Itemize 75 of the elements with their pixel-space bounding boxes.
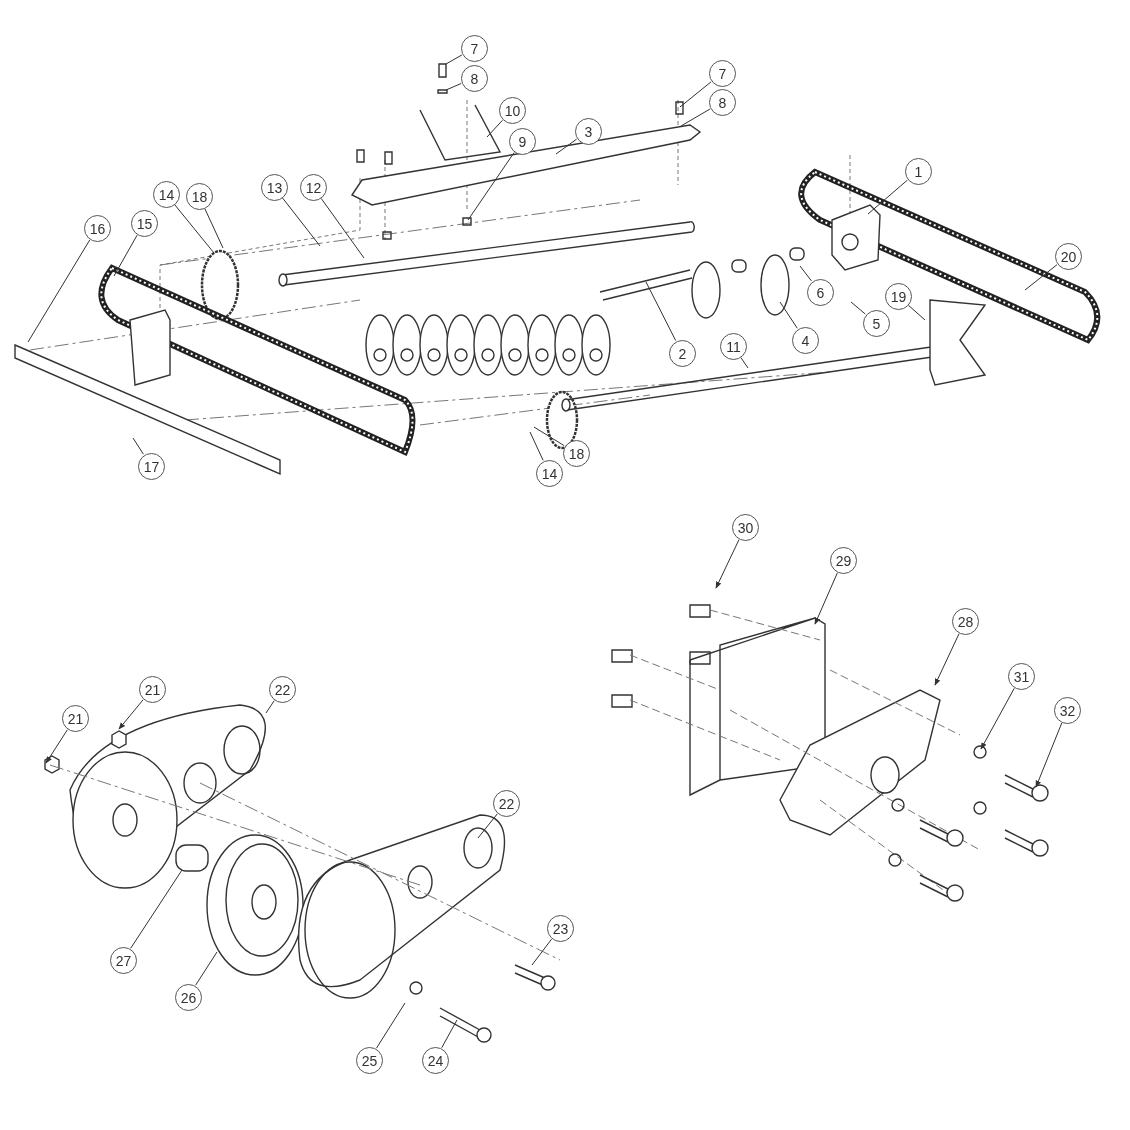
leader-line bbox=[529, 431, 544, 461]
callout-number: 1 bbox=[905, 158, 932, 185]
leader-line bbox=[445, 54, 463, 65]
leader-line bbox=[740, 357, 749, 369]
callout-number: 21 bbox=[139, 676, 166, 703]
leader-line bbox=[555, 138, 578, 155]
callout-number: 22 bbox=[269, 676, 296, 703]
callout-number: 9 bbox=[509, 128, 536, 155]
leader-line bbox=[533, 426, 565, 447]
callout-number: 28 bbox=[952, 608, 979, 635]
leader-line bbox=[934, 633, 960, 686]
callout-number: 32 bbox=[1054, 697, 1081, 724]
callout-number: 11 bbox=[720, 333, 747, 360]
callout-number: 17 bbox=[138, 453, 165, 480]
leader-line bbox=[1035, 722, 1063, 788]
callout-number: 13 bbox=[261, 174, 288, 201]
callout-number: 27 bbox=[110, 947, 137, 974]
leader-line bbox=[531, 938, 553, 966]
leader-line bbox=[645, 281, 677, 341]
callout-number: 23 bbox=[547, 915, 574, 942]
leader-line bbox=[45, 729, 68, 764]
leader-line bbox=[445, 83, 462, 91]
callout-number: 8 bbox=[461, 65, 488, 92]
callout-number: 2 bbox=[669, 340, 696, 367]
leader-line bbox=[486, 119, 503, 138]
leader-line bbox=[715, 539, 740, 589]
leader-line bbox=[850, 301, 866, 315]
leader-line bbox=[174, 204, 215, 254]
callout-number: 20 bbox=[1055, 243, 1082, 270]
leader-line bbox=[1024, 264, 1058, 291]
leader-line bbox=[282, 197, 321, 247]
callout-number: 18 bbox=[563, 440, 590, 467]
callout-number: 26 bbox=[175, 984, 202, 1011]
leader-line bbox=[376, 1002, 406, 1049]
callout-number: 4 bbox=[792, 327, 819, 354]
leader-line bbox=[320, 197, 365, 259]
leader-line bbox=[441, 1019, 458, 1049]
leader-line bbox=[799, 265, 812, 282]
leader-line bbox=[195, 951, 218, 986]
callout-number: 5 bbox=[863, 310, 890, 337]
callout-number: 31 bbox=[1008, 663, 1035, 690]
callout-number: 6 bbox=[807, 279, 834, 306]
callout-number: 8 bbox=[709, 89, 736, 116]
callout-number: 22 bbox=[493, 790, 520, 817]
callout-number: 16 bbox=[84, 215, 111, 242]
leader-line bbox=[867, 179, 908, 215]
leader-line bbox=[130, 869, 183, 949]
callout-number: 15 bbox=[131, 210, 158, 237]
callout-number: 25 bbox=[356, 1047, 383, 1074]
callout-number: 30 bbox=[732, 514, 759, 541]
callout-number: 10 bbox=[499, 97, 526, 124]
callout-number: 7 bbox=[461, 35, 488, 62]
callout-number: 14 bbox=[153, 181, 180, 208]
callout-number: 14 bbox=[536, 460, 563, 487]
leader-line bbox=[907, 304, 926, 321]
leader-line bbox=[980, 687, 1015, 750]
leader-line bbox=[132, 437, 144, 455]
leader-line bbox=[204, 208, 224, 249]
leader-line bbox=[814, 572, 838, 625]
callout-number: 18 bbox=[186, 183, 213, 210]
leader-line bbox=[265, 700, 275, 714]
leader-line bbox=[467, 152, 515, 221]
leader-line bbox=[779, 301, 798, 329]
callout-number: 7 bbox=[709, 60, 736, 87]
leader-line bbox=[679, 81, 712, 108]
callout-number: 3 bbox=[575, 118, 602, 145]
leader-line bbox=[113, 234, 138, 277]
leader-line bbox=[680, 108, 711, 127]
leader-line bbox=[118, 699, 144, 730]
callout-number: 29 bbox=[830, 547, 857, 574]
leader-line bbox=[27, 239, 91, 343]
callout-number: 24 bbox=[422, 1047, 449, 1074]
callout-number: 19 bbox=[885, 283, 912, 310]
callout-number: 12 bbox=[300, 174, 327, 201]
callout-number: 21 bbox=[62, 705, 89, 732]
